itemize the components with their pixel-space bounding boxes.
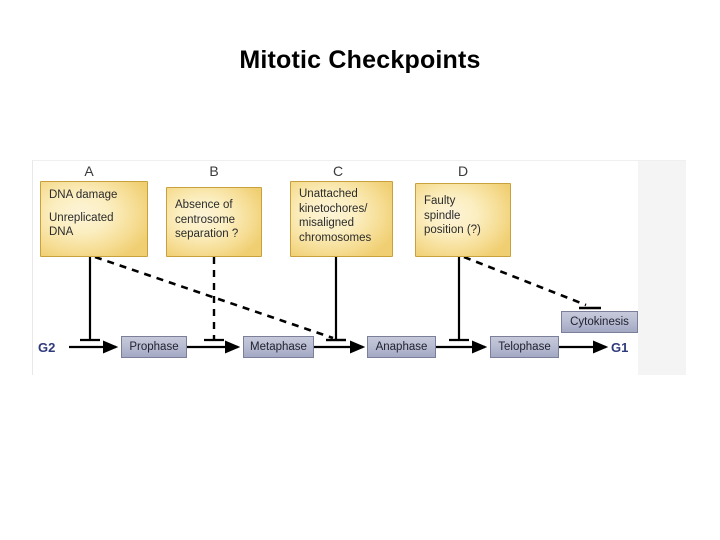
inhibition-line-d-cytokinesis: [463, 255, 587, 307]
checkpoint-letter-a: A: [84, 163, 94, 179]
checkpoint-b-line-2: centrosome: [175, 213, 236, 226]
page-title: Mitotic Checkpoints: [239, 46, 481, 74]
panel-right-margin-band: [638, 161, 686, 375]
checkpoint-box-c[interactable]: Unattached kinetochores/ misaligned chro…: [290, 181, 393, 257]
checkpoint-a-line-4: DNA: [49, 226, 74, 238]
checkpoint-letter-d: D: [457, 163, 469, 179]
phase-box-anaphase[interactable]: Anaphase: [367, 336, 436, 358]
phase-box-metaphase[interactable]: Metaphase: [243, 336, 314, 358]
phase-box-cytokinesis[interactable]: Cytokinesis: [561, 311, 638, 333]
mitotic-checkpoints-diagram: A B C D DNA damage Unreplicated DNA Abse…: [33, 161, 638, 375]
phase-box-prophase[interactable]: Prophase: [121, 336, 187, 358]
checkpoint-b-line-1: Absence of: [175, 199, 233, 211]
checkpoint-c-line-1: Unattached: [299, 188, 358, 200]
checkpoint-box-a[interactable]: DNA damage Unreplicated DNA: [40, 181, 148, 257]
checkpoint-c-line-3: misaligned: [299, 217, 354, 229]
checkpoint-b-line-3: separation ?: [175, 228, 239, 240]
figure-panel: A B C D DNA damage Unreplicated DNA Abse…: [32, 160, 686, 375]
cell-cycle-label-g2: G2: [38, 340, 56, 355]
checkpoint-c-line-2: kinetochores/: [299, 202, 368, 215]
diagram-clip: A B C D DNA damage Unreplicated DNA Abse…: [33, 161, 638, 375]
checkpoint-d-line-1: Faulty: [424, 195, 456, 207]
checkpoint-c-line-4: chromosomes: [299, 231, 372, 244]
checkpoint-box-b[interactable]: Absence of centrosome separation ?: [166, 187, 262, 257]
phase-box-telophase[interactable]: Telophase: [490, 336, 559, 358]
checkpoint-a-line-3: Unreplicated: [49, 211, 114, 224]
checkpoint-d-line-2: spindle: [424, 209, 461, 222]
checkpoint-letter-c: C: [332, 163, 344, 179]
checkpoint-a-line-1: DNA damage: [49, 189, 118, 201]
checkpoint-letter-b: B: [209, 163, 219, 179]
checkpoint-box-d[interactable]: Faulty spindle position (?): [415, 183, 511, 257]
cell-cycle-label-g1: G1: [611, 340, 629, 355]
inhibition-line-a-anaphase: [94, 255, 334, 340]
checkpoint-d-line-3: position (?): [424, 224, 481, 236]
checkpoint-a-spacer: [49, 203, 140, 211]
